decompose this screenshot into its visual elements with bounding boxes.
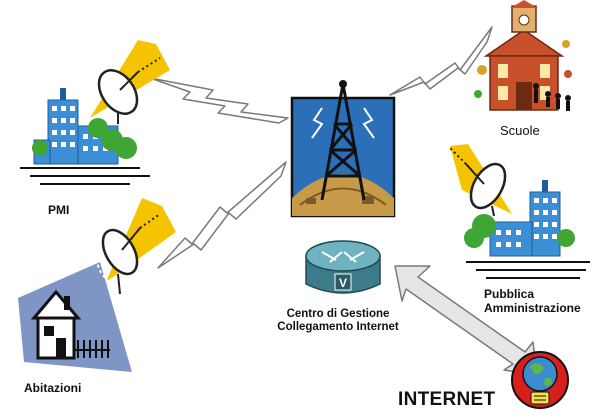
- internet-node: [511, 351, 569, 409]
- pa-label-line1: Pubblica: [484, 287, 535, 301]
- centro-gestione-label: Centro di Gestione Collegamento Internet: [268, 308, 408, 334]
- internet-link-arrow: [394, 265, 538, 376]
- wireless-links: [149, 26, 493, 269]
- scuole-node: [474, 0, 572, 111]
- lightning-link-scuole: [389, 26, 493, 96]
- router-icon: V: [305, 240, 381, 294]
- office-building-icon: [20, 88, 150, 185]
- pubblica-amministrazione-node: [449, 144, 590, 279]
- abitazioni-node: [18, 198, 176, 372]
- satellite-dish-icon: [96, 213, 161, 295]
- centro-label-line1: Centro di Gestione: [286, 308, 390, 320]
- lightning-link-pmi: [149, 77, 289, 124]
- internet-label: INTERNET: [398, 389, 496, 410]
- internet-globe-icon: [511, 351, 569, 409]
- pmi-label: PMI: [48, 203, 70, 217]
- centro-label-line2: Collegamento Internet: [277, 321, 399, 334]
- radio-tower-icon: [290, 80, 396, 218]
- pubblica-amministrazione-label: Pubblica Amministrazione: [484, 287, 581, 316]
- lightning-link-abitazioni: [157, 161, 287, 269]
- scuole-label: Scuole: [500, 123, 540, 138]
- house-icon: [30, 289, 110, 360]
- abitazioni-label: Abitazioni: [24, 381, 82, 395]
- centro-gestione-node: V: [290, 80, 396, 294]
- pa-label-line2: Amministrazione: [484, 300, 581, 315]
- pmi-node: [20, 40, 170, 185]
- satellite-dish-icon: [97, 57, 161, 124]
- office-building-icon: [464, 180, 590, 279]
- school-icon: [474, 0, 572, 111]
- satellite-dish-icon: [449, 147, 507, 217]
- router-badge: V: [339, 276, 347, 290]
